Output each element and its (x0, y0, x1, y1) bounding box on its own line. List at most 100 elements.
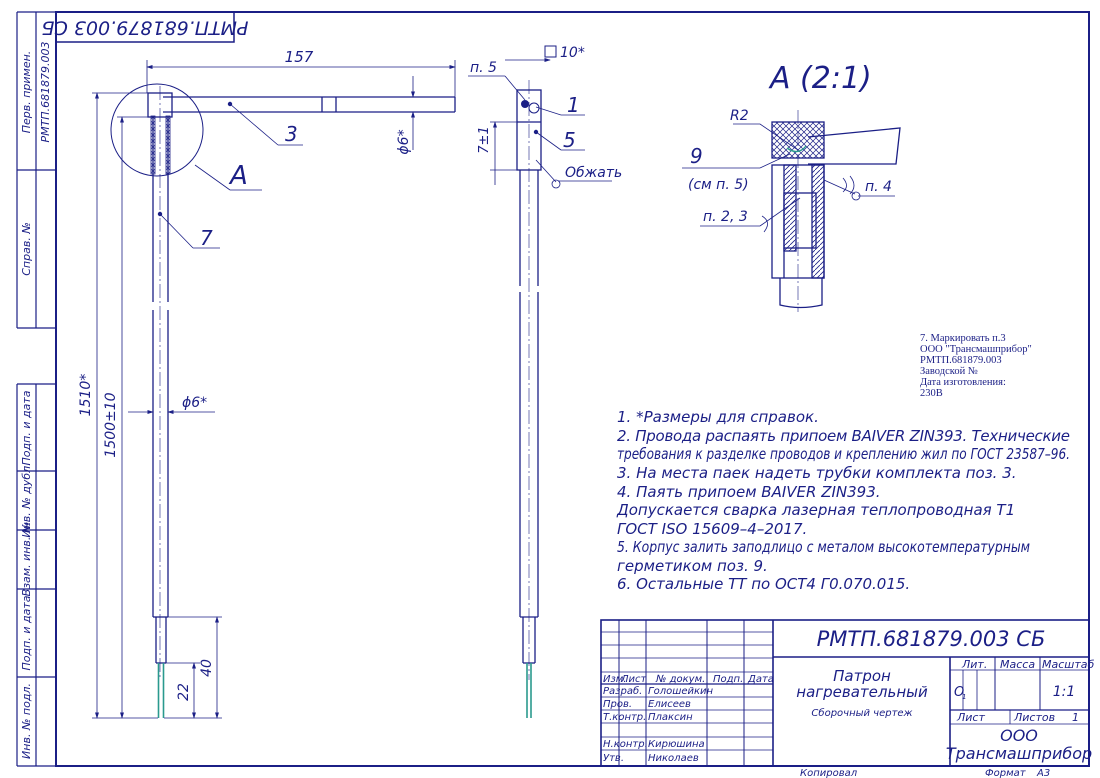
pos-9: 9 (690, 144, 703, 168)
sprav-label: Справ. № (20, 222, 33, 276)
dim-1500-label: 1500±10 (103, 392, 119, 457)
sheet-frame (55, 11, 1090, 767)
leader-1 (535, 106, 585, 116)
sheets-label: Листов (1013, 711, 1055, 724)
role-label: Т.контр. (603, 712, 646, 723)
note-line: 1. *Размеры для справок. (617, 408, 819, 426)
leader-p23 (700, 197, 801, 233)
note-line: ГОСТ ISO 15609–4–2017. (617, 520, 807, 538)
role-label: Пров. (603, 699, 632, 710)
kopiroval-label: Копировал (800, 768, 858, 778)
marking-line: 230В (920, 388, 943, 399)
marking-block: 7. Маркировать п.3 ООО "Трансмашприбор" … (920, 333, 1032, 399)
col-izm: Изм. (603, 674, 627, 685)
name-line-2: нагревательный (796, 683, 928, 701)
dim-40-label: 40 (199, 659, 215, 677)
col-dokum: № докум. (655, 674, 705, 685)
dim-157-label: 157 (285, 48, 314, 66)
leader-r2 (733, 123, 799, 151)
side-view (516, 80, 542, 680)
note-line: 6. Остальные ТТ по ОСТ4 Г0.070.015. (617, 575, 910, 593)
dim-1510-label: 1510* (78, 374, 94, 417)
leader-p5 (468, 75, 526, 101)
wires-left (157, 663, 165, 718)
view-a-letter: A (228, 161, 248, 191)
detail-title: A (2:1) (768, 61, 872, 96)
podp-data-1: Подп. и дата (20, 390, 33, 465)
main-view (110, 83, 456, 680)
dim-phi6-mid-label: ϕ6* (182, 395, 207, 411)
lit-label: Лит. (961, 658, 987, 671)
org-line-1: ООО (1000, 726, 1038, 745)
note-line: 5. Корпус залить заподлицо с металом выс… (617, 538, 1030, 556)
format-label: Формат (985, 768, 1027, 778)
org-line-2: Трансмашприбор (946, 744, 1092, 763)
leader-3 (227, 101, 303, 146)
marking-line: 7. Маркировать п.3 (920, 333, 1006, 344)
lit-value: О (954, 685, 964, 700)
title-block (600, 619, 1090, 767)
role-name: Николаев (648, 753, 699, 764)
dim-40-22 (164, 616, 222, 719)
role-label: Разраб. (603, 685, 642, 697)
inv-podl: Инв. № подл. (20, 683, 33, 759)
note-line: 3. На места паек надеть трубки комплекта… (617, 464, 1017, 482)
left-strip (16, 11, 56, 767)
p23-label: п. 2, 3 (703, 209, 748, 225)
vzam-inv: Взам. инв. № (20, 522, 33, 597)
col-podp: Подп. (713, 674, 743, 685)
marking-line: Дата изготовления: (920, 377, 1006, 388)
name-line-1: Патрон (833, 667, 891, 685)
note-line: 2. Провода распаять припоем BAIVER ZIN39… (617, 427, 1070, 445)
r2-label: R2 (730, 108, 749, 124)
dim-1510 (92, 92, 158, 719)
role-name: Кирюшина (648, 739, 705, 750)
format-value: А3 (1036, 768, 1050, 778)
dim-phi6-top-label: ϕ6* (396, 129, 412, 154)
podp-data-2: Подп. и дата (20, 595, 33, 670)
note-line: требования к разделке проводов и креплен… (617, 445, 1070, 463)
pos-3: 3 (285, 122, 298, 146)
doc-type: Сборочный чертеж (811, 707, 912, 719)
leader-9 (682, 153, 791, 169)
lit-sub: 1 (962, 693, 966, 701)
leader-a (194, 164, 262, 191)
dim-157 (146, 60, 456, 97)
note-line: Допускается сварка лазерная теплопроводн… (616, 501, 1015, 519)
leader-obzhat (535, 159, 612, 189)
note-line: герметиком поз. 9. (617, 557, 768, 575)
obzhat-label: Обжать (565, 165, 622, 181)
role-label: Н.контр. (603, 739, 648, 750)
col-list: Лист (620, 674, 648, 685)
scale-value: 1:1 (1053, 684, 1076, 700)
title-block-headers: Изм. Лист № докум. Подп. Дата (603, 674, 774, 685)
frame-code: РМТП.681879.003 СБ (42, 17, 249, 39)
perv-primen-label: Перв. примен. (20, 51, 33, 134)
detail-view (771, 110, 901, 312)
role-label: Утв. (603, 753, 624, 764)
detail-wire (786, 145, 807, 153)
stamp-code: РМТП.681879.003 СБ (817, 627, 1046, 651)
p4-label: п. 4 (865, 179, 892, 195)
marking-line: РМТП.681879.003 (920, 355, 1002, 366)
dim-7 (490, 121, 517, 185)
pos-5: 5 (563, 128, 576, 152)
sheet-label: Лист (956, 711, 985, 724)
leader-7 (157, 211, 220, 249)
dim-1500 (117, 116, 153, 719)
dim-22-label: 22 (176, 683, 192, 701)
title-block-roles: Разраб. Голошейкин Пров. Елисеев Т.контр… (603, 685, 714, 764)
marking-line: Заводской № (920, 366, 978, 377)
leader-5 (533, 129, 585, 151)
role-name: Плаксин (648, 712, 693, 723)
marking-line: ООО "Трансмашприбор" (920, 344, 1032, 355)
sheets-value: 1 (1072, 711, 1079, 724)
masshtab-label: Масштаб (1042, 658, 1094, 671)
wires-side (526, 663, 532, 718)
square-symbol (544, 45, 557, 58)
dim-7-label: 7±1 (477, 126, 492, 153)
inv-dubl: Инв. № дубл. (20, 462, 33, 537)
sm-p5-label: (см п. 5) (688, 177, 749, 193)
sq10-label: 10* (560, 45, 585, 61)
